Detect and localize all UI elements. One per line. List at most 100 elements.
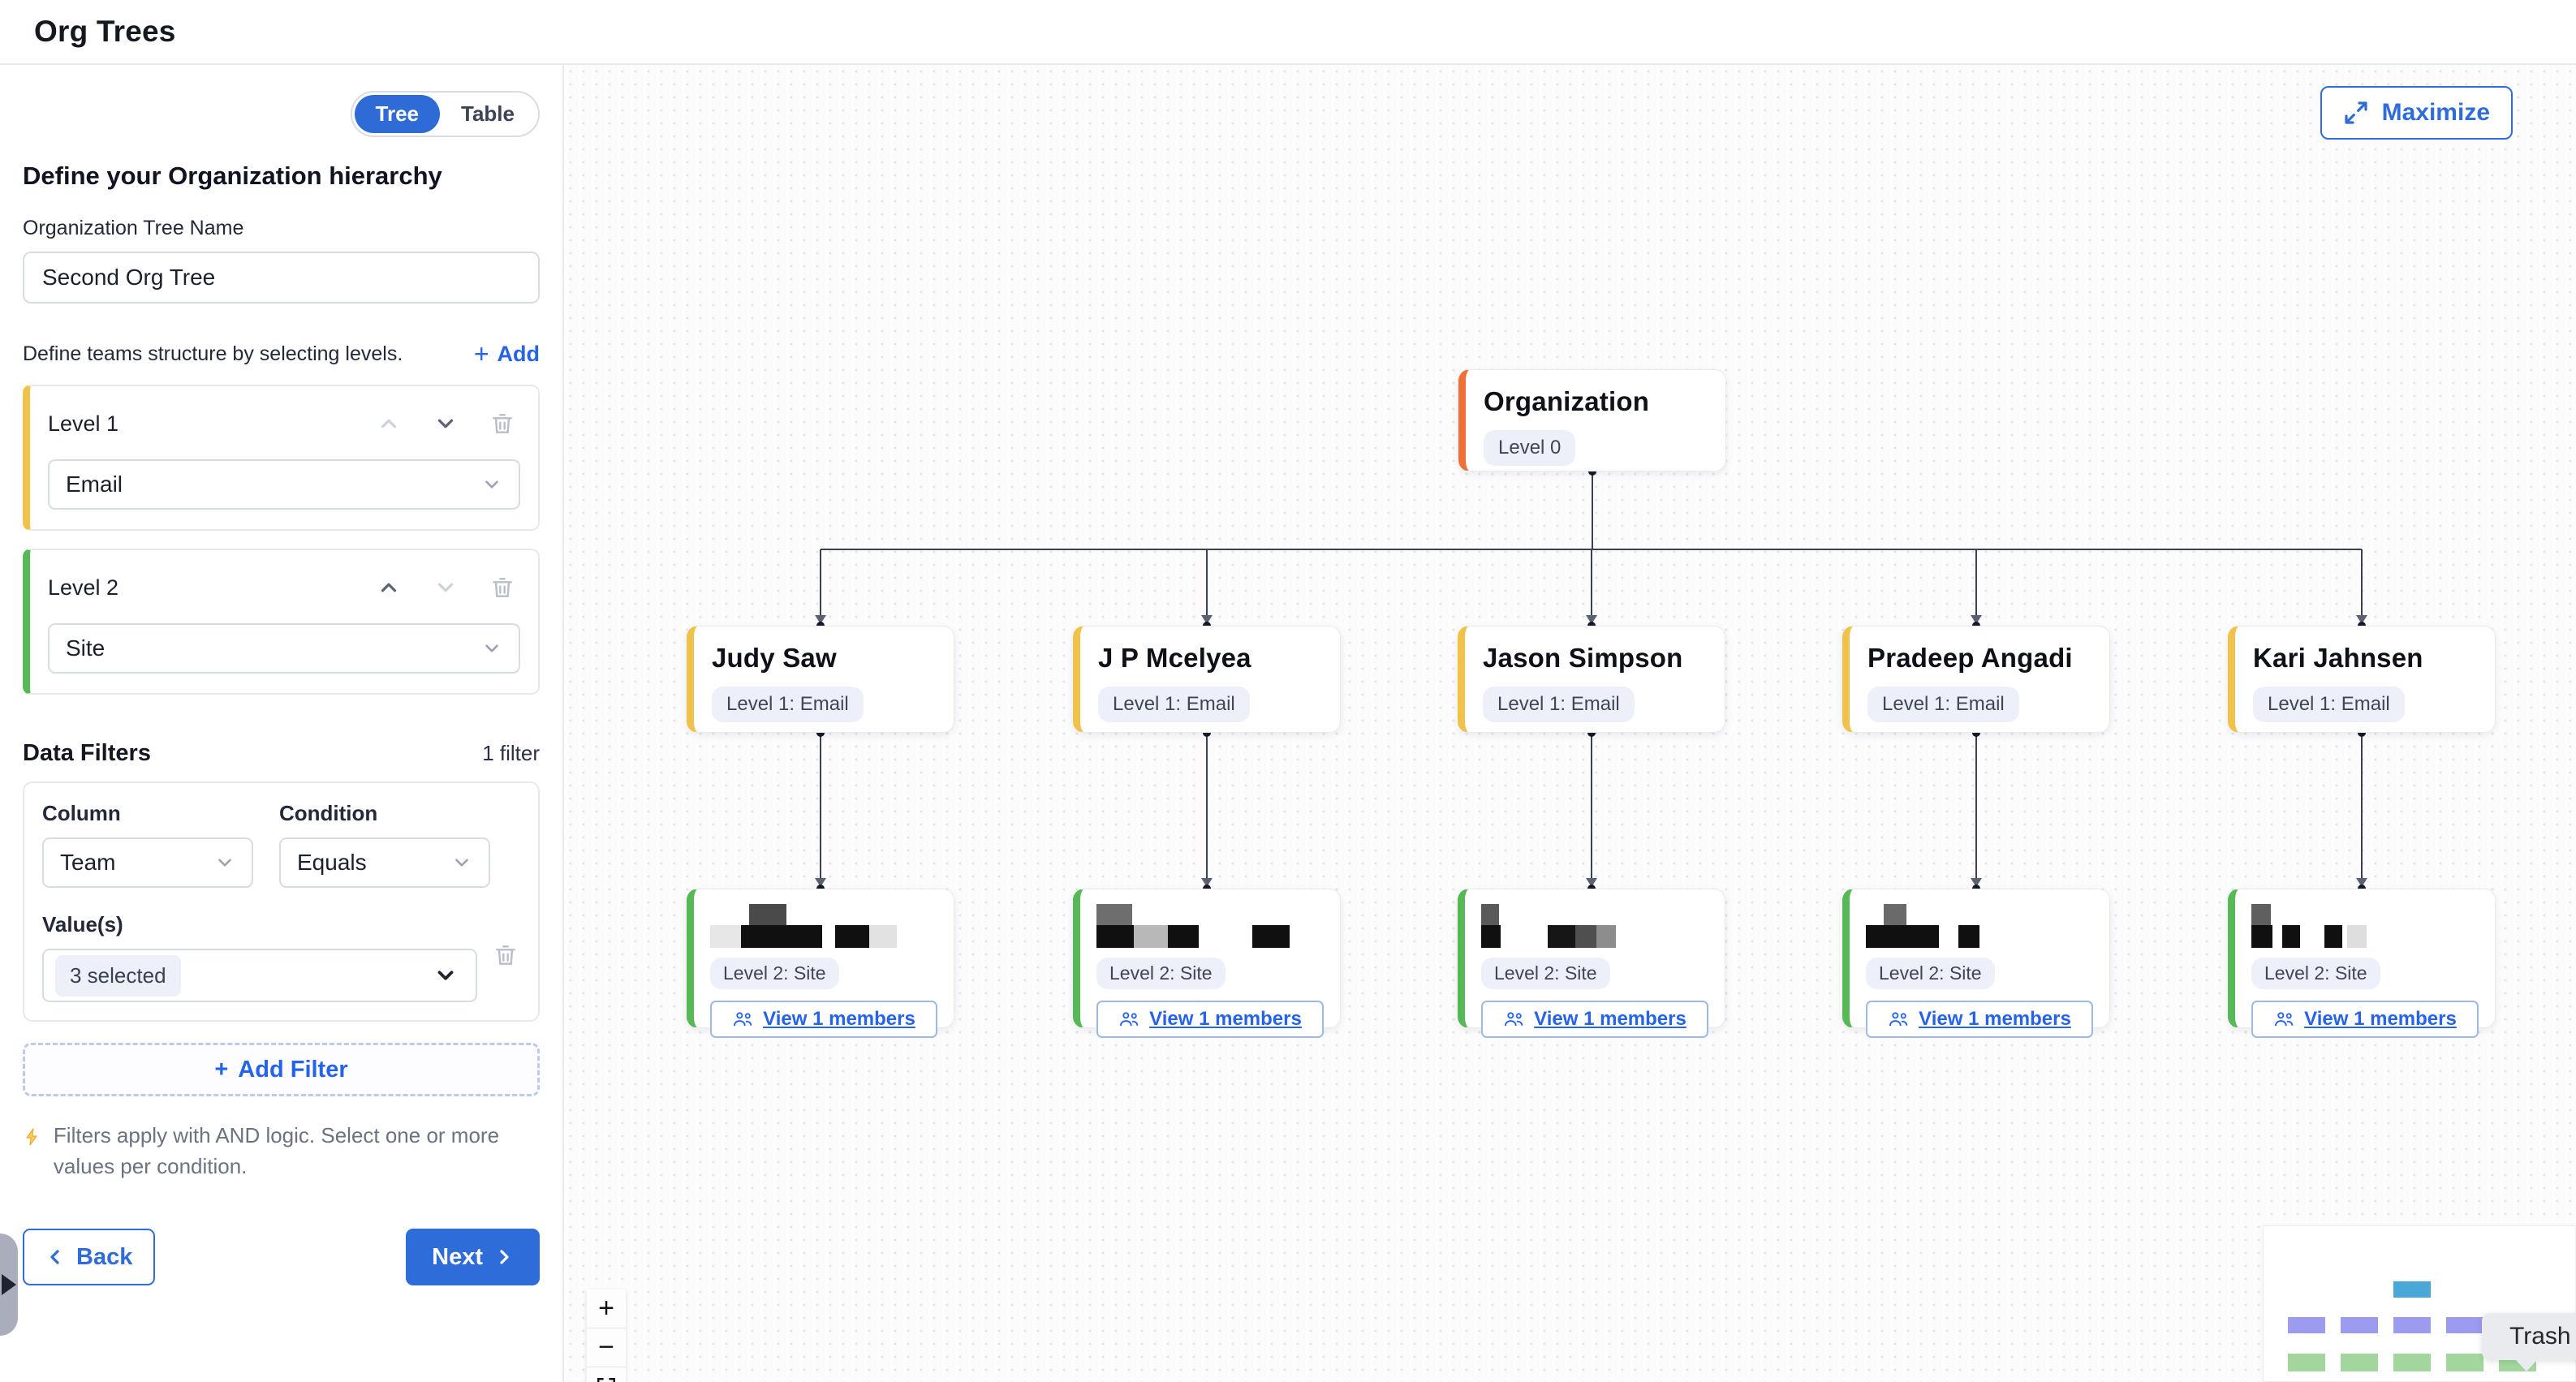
org-node-level2[interactable]: Level 2: Site View 1 members xyxy=(2228,889,2496,1038)
level-label: Level 1 xyxy=(48,411,119,436)
add-level-button[interactable]: + Add xyxy=(473,339,540,368)
node-title: Pradeep Angadi xyxy=(1867,643,2073,673)
redacted-name xyxy=(2251,925,2479,948)
delete-level-button[interactable] xyxy=(485,406,520,441)
levels-caption: Define teams structure by selecting leve… xyxy=(23,342,403,365)
chevron-down-icon xyxy=(455,859,468,867)
add-filter-button[interactable]: + Add Filter xyxy=(23,1043,540,1096)
chevron-down-icon xyxy=(437,583,454,592)
plus-icon: + xyxy=(214,1056,229,1083)
chevron-right-icon xyxy=(500,1250,509,1264)
level-field-select[interactable]: Site xyxy=(48,623,520,674)
condition-label: Condition xyxy=(279,801,378,825)
redacted-name xyxy=(2251,904,2284,925)
condition-select[interactable]: Equals xyxy=(279,837,490,888)
zoom-in-button[interactable]: + xyxy=(587,1289,626,1328)
filter-card: Column Team Condition Equals Value(s) 3 … xyxy=(23,781,540,1022)
filters-note: Filters apply with AND logic. Select one… xyxy=(53,1123,500,1178)
org-chart-canvas[interactable]: Organization Level 0 Judy Saw Level 1: E… xyxy=(564,65,2576,1382)
users-icon xyxy=(2275,1012,2294,1027)
users-icon xyxy=(734,1012,752,1027)
move-down-button[interactable] xyxy=(428,570,463,605)
back-button[interactable]: Back xyxy=(23,1229,156,1286)
fit-view-button[interactable] xyxy=(587,1367,626,1382)
delete-filter-button[interactable] xyxy=(488,937,523,973)
fit-view-icon xyxy=(597,1378,615,1382)
redacted-name xyxy=(710,904,786,925)
view-members-button[interactable]: View 1 members xyxy=(1096,1001,1324,1038)
values-label: Value(s) xyxy=(42,912,123,936)
node-level-badge: Level 2: Site xyxy=(1096,958,1226,989)
trash-tooltip: Trash xyxy=(2482,1313,2576,1371)
page-title: Org Trees xyxy=(34,15,176,48)
chevron-down-icon xyxy=(485,644,498,652)
chevron-down-icon xyxy=(485,480,498,489)
level-field-select[interactable]: Email xyxy=(48,459,520,510)
org-node-level2[interactable]: Level 2: Site View 1 members xyxy=(1073,889,1341,1038)
org-node-level1[interactable]: Jason Simpson Level 1: Email xyxy=(1458,626,1725,733)
org-node-level1[interactable]: Judy Saw Level 1: Email xyxy=(687,626,954,733)
app-header: Org Trees xyxy=(0,0,2576,65)
next-button[interactable]: Next xyxy=(406,1229,540,1286)
hierarchy-heading: Define your Organization hierarchy xyxy=(23,161,442,190)
trash-icon xyxy=(496,945,515,965)
redacted-name xyxy=(1096,925,1324,948)
move-down-button[interactable] xyxy=(428,406,463,441)
node-level-badge: Level 1: Email xyxy=(2253,687,2405,722)
redacted-name xyxy=(1866,904,1906,925)
values-selected-chip: 3 selected xyxy=(55,954,181,997)
node-level-badge: Level 2: Site xyxy=(1481,958,1610,989)
node-title: Judy Saw xyxy=(712,643,837,673)
view-members-button[interactable]: View 1 members xyxy=(2251,1001,2479,1038)
play-arrow-icon xyxy=(2,1274,16,1295)
redacted-name xyxy=(1866,925,2093,948)
values-select[interactable]: 3 selected xyxy=(42,949,477,1002)
node-title: Organization xyxy=(1484,386,1650,416)
org-node-level1[interactable]: Pradeep Angadi Level 1: Email xyxy=(1842,626,2110,733)
node-level-badge: Level 0 xyxy=(1484,430,1576,466)
org-node-level2[interactable]: Level 2: Site View 1 members xyxy=(1842,889,2110,1038)
level-label: Level 2 xyxy=(48,575,119,600)
view-members-button[interactable]: View 1 members xyxy=(710,1001,937,1038)
node-level-badge: Level 1: Email xyxy=(1098,687,1250,722)
chevron-left-icon xyxy=(50,1250,59,1264)
tree-name-label: Organization Tree Name xyxy=(23,217,244,239)
move-up-button[interactable] xyxy=(371,570,407,605)
redacted-name xyxy=(1481,904,1514,925)
sidebar-expand-handle[interactable] xyxy=(0,1233,18,1336)
node-title: Jason Simpson xyxy=(1483,643,1683,673)
org-node-level2[interactable]: Level 2: Site View 1 members xyxy=(1458,889,1725,1038)
view-members-button[interactable]: View 1 members xyxy=(1866,1001,2093,1038)
redacted-name xyxy=(1481,925,1708,948)
node-level-badge: Level 2: Site xyxy=(710,958,839,989)
node-level-badge: Level 1: Email xyxy=(712,687,864,722)
move-up-button[interactable] xyxy=(371,406,407,441)
view-members-button[interactable]: View 1 members xyxy=(1481,1001,1708,1038)
toggle-tree[interactable]: Tree xyxy=(354,95,441,133)
level-card: Level 2 Site xyxy=(23,549,540,695)
trash-icon xyxy=(493,414,512,433)
zoom-out-button[interactable]: − xyxy=(587,1328,626,1367)
redacted-name xyxy=(710,925,937,948)
node-level-badge: Level 1: Email xyxy=(1483,687,1635,722)
maximize-button[interactable]: Maximize xyxy=(2320,86,2513,140)
delete-level-button[interactable] xyxy=(485,570,520,605)
sidebar: Tree Table Define your Organization hier… xyxy=(0,65,564,1382)
org-node-level2[interactable]: Level 2: Site View 1 members xyxy=(687,889,954,1038)
node-level-badge: Level 2: Site xyxy=(2251,958,2380,989)
tree-table-toggle: Tree Table xyxy=(350,91,540,137)
org-node-root[interactable]: Organization Level 0 xyxy=(1458,369,1726,471)
node-title: Kari Jahnsen xyxy=(2253,643,2423,673)
chevron-down-icon xyxy=(437,971,454,980)
lightning-icon xyxy=(26,1128,37,1146)
level-card: Level 1 Email xyxy=(23,385,540,531)
chevron-up-icon xyxy=(381,583,397,592)
users-icon xyxy=(1120,1012,1139,1027)
org-node-level1[interactable]: Kari Jahnsen Level 1: Email xyxy=(2228,626,2496,733)
column-select[interactable]: Team xyxy=(42,837,253,888)
org-node-level1[interactable]: J P Mcelyea Level 1: Email xyxy=(1073,626,1341,733)
toggle-table[interactable]: Table xyxy=(461,101,515,126)
tree-name-input[interactable] xyxy=(23,252,540,304)
filter-count: 1 filter xyxy=(482,741,540,765)
node-title: J P Mcelyea xyxy=(1098,643,1251,673)
